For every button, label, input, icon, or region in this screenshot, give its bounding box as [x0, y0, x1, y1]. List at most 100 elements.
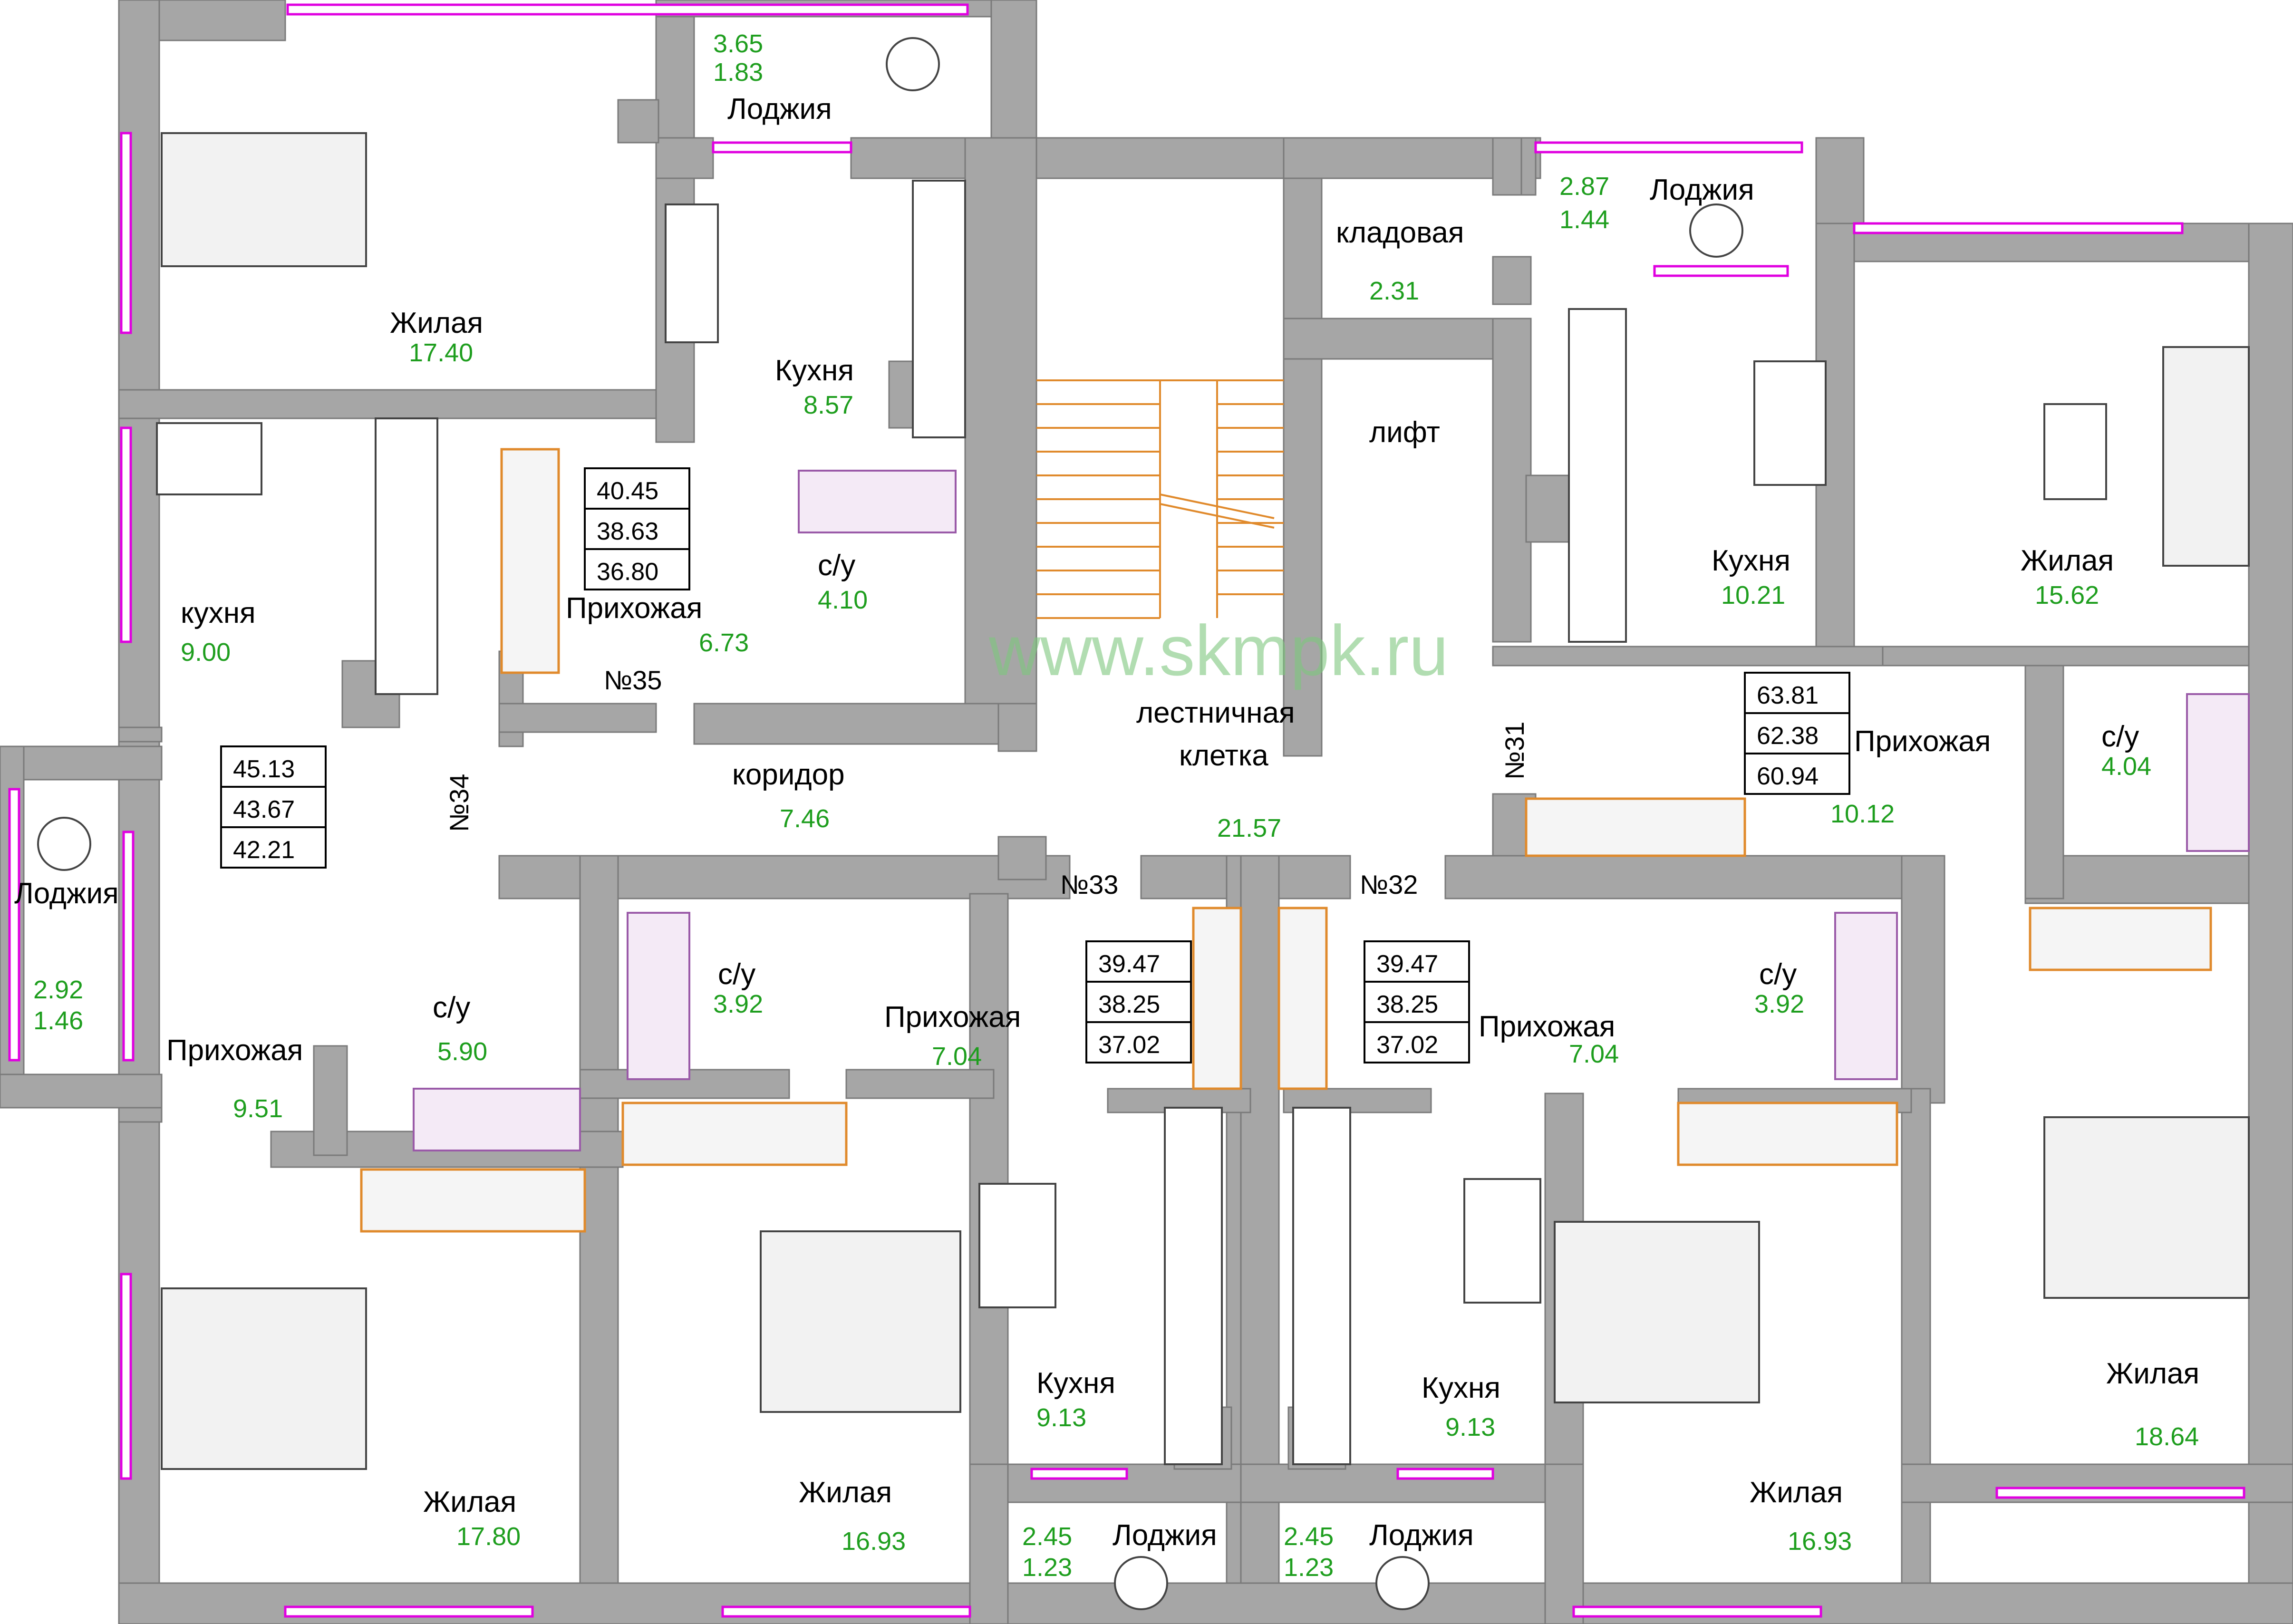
room-area: 21.57: [1217, 814, 1281, 842]
room-corridor: коридор 7.46: [732, 758, 845, 833]
room-area: 3.65: [713, 29, 763, 58]
summary-box-apt33: 39.47 38.25 37.02: [1085, 940, 1192, 1063]
room-hall-2: Прихожая 10.12: [1830, 725, 1991, 828]
room-name: с/у: [818, 549, 855, 582]
summary-living-area: 37.02: [1376, 1031, 1438, 1059]
room-area: 2.45: [1022, 1522, 1072, 1551]
room-name: Прихожая: [1479, 1010, 1615, 1043]
summary-total-area: 63.81: [1757, 682, 1819, 709]
room-name: с/у: [433, 991, 470, 1024]
room-living-5: Жилая 16.93: [1750, 1476, 1852, 1556]
summary-area: 38.25: [1098, 991, 1160, 1018]
room-name: кухня: [181, 597, 256, 629]
room-area: 10.21: [1721, 581, 1785, 609]
room-area: 2.45: [1284, 1522, 1334, 1551]
room-bathroom-4: с/у 3.92: [713, 958, 763, 1018]
room-area: 16.93: [1788, 1527, 1852, 1556]
summary-living-area: 60.94: [1757, 763, 1819, 790]
room-hall-1: Прихожая 6.73: [566, 592, 749, 657]
room-area: 7.04: [1569, 1040, 1619, 1068]
room-kitchen-2: кухня 9.00: [181, 597, 256, 667]
watermark: www.skmpk.ru: [988, 610, 1449, 690]
room-name: Лоджия: [1369, 1519, 1474, 1552]
summary-living-area: 42.21: [233, 836, 295, 864]
room-elevator: лифт: [1369, 416, 1440, 449]
room-name: лестничная: [1136, 696, 1295, 729]
windows: [8, 3, 2245, 1618]
room-loggia-3: Лоджия 2.92 1.46: [14, 877, 119, 1035]
room-name: Жилая: [1750, 1476, 1843, 1509]
staircase: [1036, 379, 1284, 619]
room-kitchen-3: Кухня 10.21: [1712, 544, 1790, 609]
summary-box-apt34: 45.13 43.67 42.21: [220, 745, 327, 869]
room-living-4: Жилая 16.93: [799, 1476, 906, 1556]
room-area-secondary: 1.23: [1022, 1553, 1072, 1582]
room-name: Лоджия: [1113, 1519, 1217, 1552]
room-area: 7.04: [932, 1042, 982, 1071]
room-area: 16.93: [842, 1527, 906, 1556]
room-name: Жилая: [390, 307, 483, 339]
room-name: Кухня: [1712, 544, 1790, 577]
room-living-1: Жилая 17.40: [390, 307, 483, 367]
room-area: 4.04: [2101, 752, 2151, 781]
room-area: 18.64: [2135, 1422, 2199, 1451]
summary-box-apt32: 39.47 38.25 37.02: [1364, 940, 1470, 1063]
room-storage: кладовая 2.31: [1336, 216, 1464, 305]
summary-total-area: 40.45: [597, 477, 658, 505]
room-loggia-1: 3.65 1.83 Лоджия: [713, 29, 832, 126]
room-area: 3.92: [1754, 990, 1804, 1018]
room-area: 17.40: [409, 338, 473, 367]
room-area: 6.73: [699, 628, 749, 657]
room-name: Прихожая: [566, 592, 702, 625]
room-hall-5: Прихожая 7.04: [1479, 1010, 1619, 1068]
summary-area: 38.63: [597, 518, 658, 545]
room-area: 2.31: [1369, 277, 1419, 305]
room-area: 10.12: [1830, 800, 1895, 828]
room-area-secondary: 1.23: [1284, 1553, 1334, 1582]
room-loggia-4: 2.45 1.23 Лоджия: [1022, 1519, 1217, 1582]
summary-area: 38.25: [1376, 991, 1438, 1018]
room-area: 2.92: [33, 976, 83, 1004]
room-area: 17.80: [456, 1522, 521, 1551]
apartment-number-33: №33: [1060, 870, 1118, 899]
room-hall-4: Прихожая 7.04: [884, 1001, 1021, 1071]
room-area: 2.87: [1559, 172, 1609, 201]
room-name: Жилая: [423, 1486, 516, 1518]
apartment-number-32: №32: [1360, 870, 1418, 899]
summary-living-area: 36.80: [597, 558, 658, 586]
apartment-number-34: №34: [444, 774, 474, 832]
room-area: 5.90: [437, 1037, 487, 1066]
wardrobes: [360, 448, 2212, 1233]
room-area: 9.00: [181, 638, 231, 667]
room-area: 15.62: [2035, 581, 2099, 609]
room-bathroom-2: с/у 4.04: [2101, 720, 2151, 781]
room-name-line2: клетка: [1179, 739, 1268, 772]
apartment-number-35: №35: [604, 665, 662, 695]
room-name: Лоджия: [14, 877, 119, 910]
room-area-secondary: 1.44: [1559, 205, 1609, 234]
room-name: Кухня: [775, 354, 854, 387]
room-living-3: Жилая 17.80: [423, 1486, 521, 1551]
room-area: 4.10: [818, 586, 868, 614]
room-area-secondary: 1.46: [33, 1006, 83, 1035]
room-name: Жилая: [799, 1476, 892, 1509]
room-area: 9.13: [1445, 1413, 1495, 1441]
room-name: Лоджия: [1650, 174, 1754, 206]
room-bathroom-5: с/у 3.92: [1754, 958, 1804, 1018]
room-stairwell: лестничная клетка 21.57: [1136, 696, 1295, 842]
summary-total-area: 45.13: [233, 755, 295, 783]
room-area: 3.92: [713, 990, 763, 1018]
furniture: [37, 37, 2250, 1610]
summary-living-area: 37.02: [1098, 1031, 1160, 1059]
room-hall-3: Прихожая 9.51: [166, 1034, 303, 1123]
room-labels: 3.65 1.83 Лоджия Жилая 17.40 Кухня 8.57 …: [14, 29, 2199, 1582]
room-name: коридор: [732, 758, 845, 791]
room-name: с/у: [1759, 958, 1797, 991]
room-name: с/у: [2101, 720, 2139, 753]
room-name: Прихожая: [1854, 725, 1991, 758]
room-name: Кухня: [1036, 1367, 1115, 1400]
room-area: 7.46: [780, 804, 830, 833]
summary-total-area: 39.47: [1098, 950, 1160, 978]
room-bathroom-3: с/у 5.90: [433, 991, 487, 1066]
